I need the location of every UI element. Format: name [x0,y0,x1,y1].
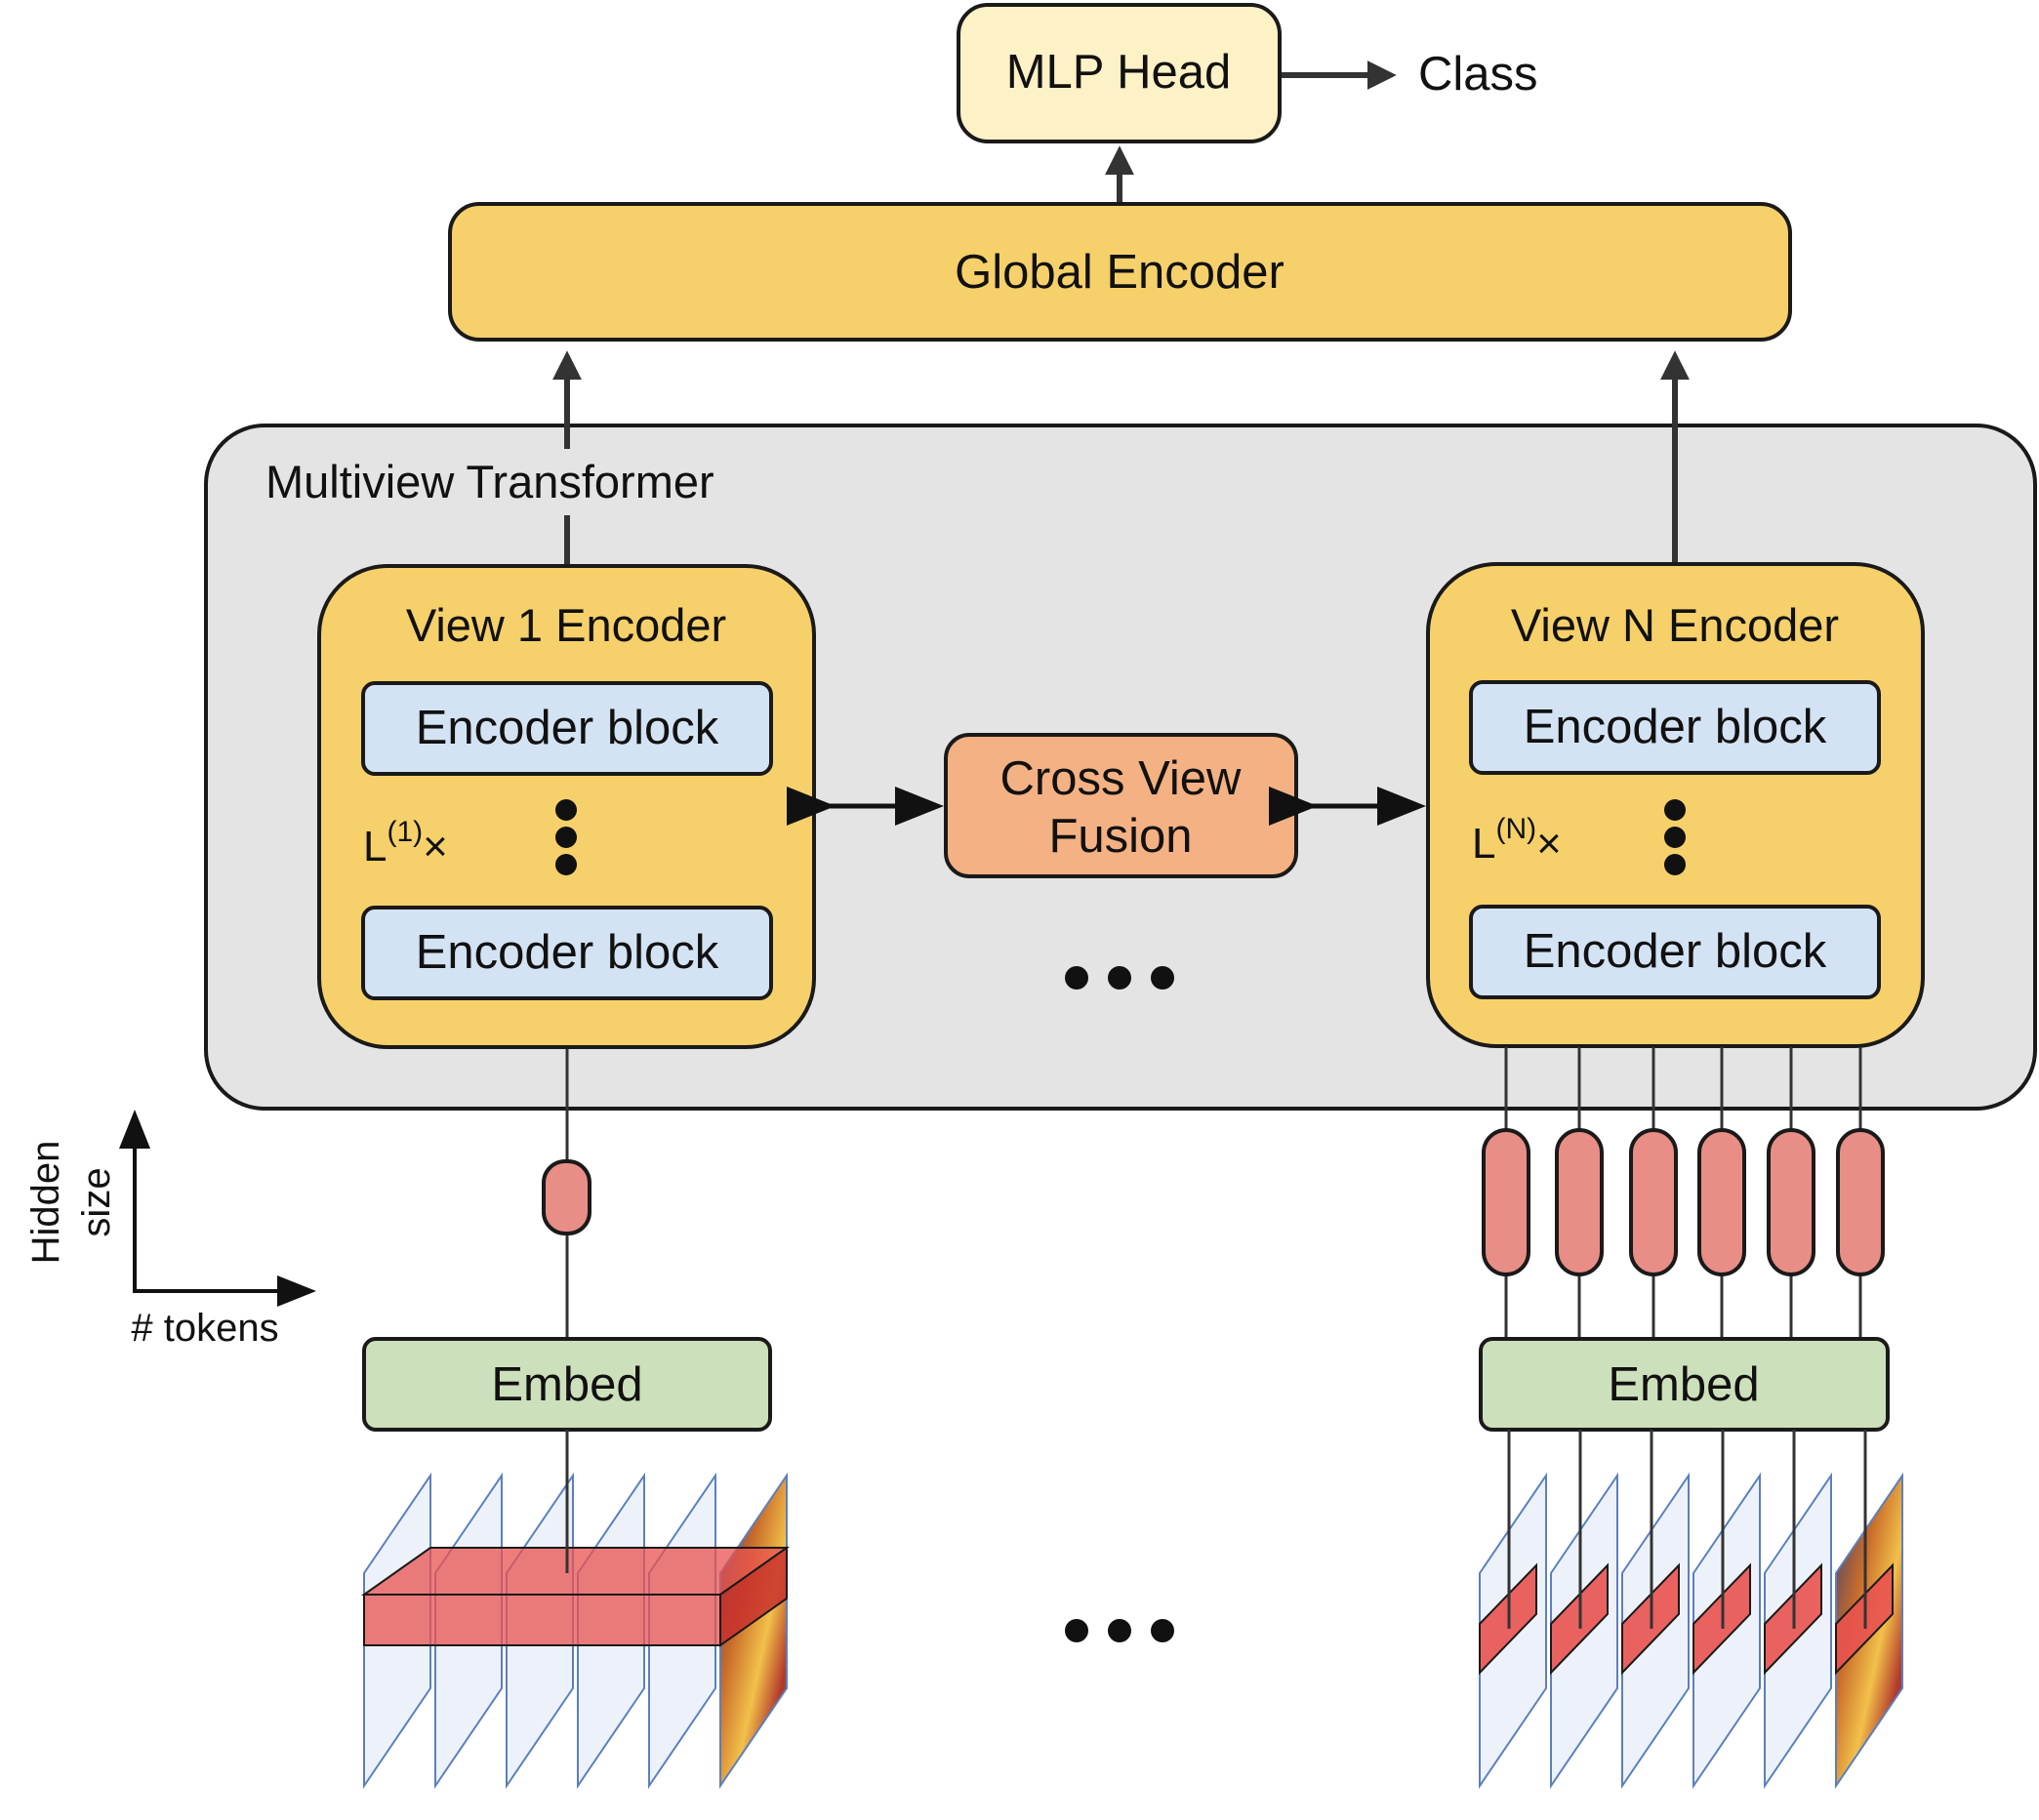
view1-repeat-base: L [363,823,387,870]
viewN-encoder-block-bottom [1469,905,1881,999]
view1-token [542,1159,591,1235]
tubelet-band-side [719,1546,788,1647]
view1-encoder-block-bottom-label: Encoder block [416,926,719,979]
view1-repeat-times: × [423,823,448,870]
hidden-size-label-line2: size [75,1167,118,1236]
viewN-encoder-block-bottom-label: Encoder block [1524,925,1827,978]
view1-encoder-block-top [361,681,773,776]
axis-legend: Hidden size # tokens [24,1110,316,1350]
viewN-token [1555,1128,1604,1276]
viewN-encoder-block-top [1469,680,1881,775]
mlp-head-box [957,3,1282,143]
viewN-frame-stack [1479,1430,1903,1790]
view1-encoder: View 1 Encoder Encoder block L(1)× Encod… [317,564,816,1049]
views-ellipsis-icon [1065,966,1174,990]
viewN-repeat-label: L(N)× [1472,813,1562,868]
global-encoder-box [448,202,1792,342]
view1-encoder-block-top-label: Encoder block [416,702,719,754]
viewN-encoder-title: View N Encoder [1511,599,1839,651]
viewN-vertical-ellipsis-icon [1664,799,1686,875]
inputs-ellipsis-icon [1065,1619,1174,1642]
tubelet-band-front [363,1594,721,1646]
view1-encoder-block-bottom [361,906,773,1000]
cross-view-fusion-line2: Fusion [1048,810,1192,863]
mlp-head-label: MLP Head [1006,46,1232,99]
viewN-token [1629,1128,1678,1276]
view1-repeat-sup: (1) [387,816,423,848]
viewN-repeat-base: L [1472,820,1495,868]
view1-frame-stack [360,1430,791,1790]
cross-view-fusion-line1: Cross View [1000,752,1243,805]
viewN-tokens [1482,1047,1885,1339]
viewN-token [1697,1128,1746,1276]
viewN-token [1482,1128,1530,1276]
class-label: Class [1418,48,1538,101]
embed-right-box [1479,1337,1890,1432]
multiview-title: Multiview Transformer [265,456,714,507]
view1-repeat-label: L(1)× [363,816,448,870]
global-encoder-label: Global Encoder [955,246,1285,299]
viewN-encoder: View N Encoder Encoder block L(N)× Encod… [1426,562,1925,1048]
viewN-token [1767,1128,1815,1276]
tokens-label: # tokens [131,1307,278,1350]
viewN-repeat-times: × [1536,820,1562,868]
viewN-encoder-block-top-label: Encoder block [1524,701,1827,753]
embed-right-label: Embed [1608,1358,1759,1411]
viewN-token [1836,1128,1885,1276]
tubelet-band-top [360,1547,791,1596]
view1-vertical-ellipsis-icon [555,799,577,875]
viewN-repeat-sup: (N) [1495,813,1536,845]
view1-encoder-title: View 1 Encoder [406,599,726,651]
hidden-size-label-line1: Hidden [24,1141,67,1265]
embed-left-label: Embed [491,1358,642,1411]
